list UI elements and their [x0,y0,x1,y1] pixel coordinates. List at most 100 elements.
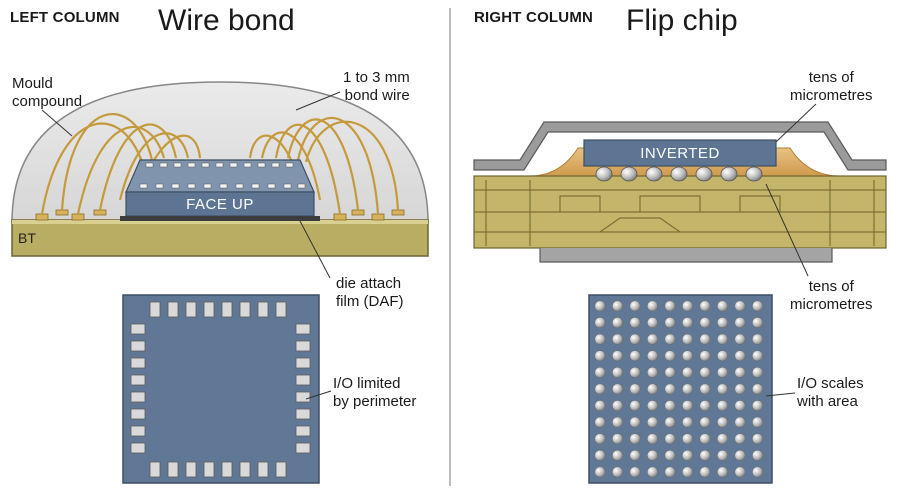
area-ball [682,433,693,445]
io-pad [295,391,311,403]
io-pad [295,340,311,352]
io-pad [275,301,287,318]
area-ball [752,333,763,345]
area-ball [664,366,676,378]
wire-bond-package: FACE UP BT [11,81,429,279]
area-ball [734,366,746,378]
area-ball [664,466,676,478]
io-pad [203,301,215,318]
area-ball [752,433,763,445]
mould-compound [11,81,429,223]
io-pad [295,408,311,420]
area-ball [734,350,746,362]
area-ball [752,466,763,478]
area-ball [734,433,746,445]
area-ball [682,466,693,478]
area-ball [682,317,693,329]
area-ball [629,466,641,478]
area-ball [647,383,658,395]
io-pad [239,461,251,478]
area-ball [594,350,606,362]
solder-bump [745,166,763,182]
area-ball [699,333,711,345]
io-pad [239,301,251,318]
area-ball [647,433,658,445]
io-pad [167,461,179,478]
area-ball [717,466,728,478]
area-ball [664,433,676,445]
area-ball [717,400,728,412]
io-pad [275,461,287,478]
area-ball [734,416,746,428]
io-pad [185,461,197,478]
daf-leader [299,220,331,279]
io-pad [130,340,146,352]
solder-bump [645,166,663,182]
io-pad [295,357,311,369]
area-ball [629,400,641,412]
area-ball [699,400,711,412]
area-ball [717,416,728,428]
io-pad [130,442,146,454]
area-ball [594,433,606,445]
solder-bump [620,166,638,182]
area-ball [612,449,623,461]
area-ball [629,449,641,461]
area-ball [734,383,746,395]
area-ball [612,433,623,445]
area-ball [717,433,728,445]
bt-text: BT [18,230,36,246]
area-ball [717,333,728,345]
lid [473,121,887,171]
area-ball [752,400,763,412]
area-ball [612,416,623,428]
wire-bond-title: Wire bond [158,4,295,37]
area-ball [612,300,623,312]
io-pad [130,323,146,335]
solder-bump [670,166,688,182]
area-ball [629,416,641,428]
area-ball [664,350,676,362]
area-ball [612,466,623,478]
area-ball [629,300,641,312]
area-ball [647,400,658,412]
area-ball [594,300,606,312]
area-ball [629,433,641,445]
area-ball [647,416,658,428]
area-ball [752,366,763,378]
mould-compound-label: Mould compound [12,75,83,110]
io-pad [167,301,179,318]
io-pad [130,391,146,403]
area-ball [699,350,711,362]
area-ball [734,466,746,478]
area-ball [734,333,746,345]
area-ball [699,366,711,378]
wire-leader [295,91,341,111]
area-ball [647,333,658,345]
mould-leader [41,109,73,137]
area-ball [629,317,641,329]
gap-top-leader [775,103,817,143]
column-divider [449,8,451,486]
area-ball [629,350,641,362]
area-ball [752,350,763,362]
area-ball [752,416,763,428]
area-ball [594,466,606,478]
area-ball [629,366,641,378]
area-ball [699,300,711,312]
right-column-label: RIGHT COLUMN [474,9,594,26]
area-ball [647,350,658,362]
area-ball [717,350,728,362]
area-ball [664,383,676,395]
area-ball [594,449,606,461]
io-perimeter-label: I/O limited by perimeter [333,375,417,410]
solder-bump [720,166,738,182]
area-ball [682,366,693,378]
area-ball [612,350,623,362]
io-pad [149,461,161,478]
area-ball [734,449,746,461]
area-ball [734,400,746,412]
area-ball [594,366,606,378]
area-ball [647,317,658,329]
area-ball [664,300,676,312]
